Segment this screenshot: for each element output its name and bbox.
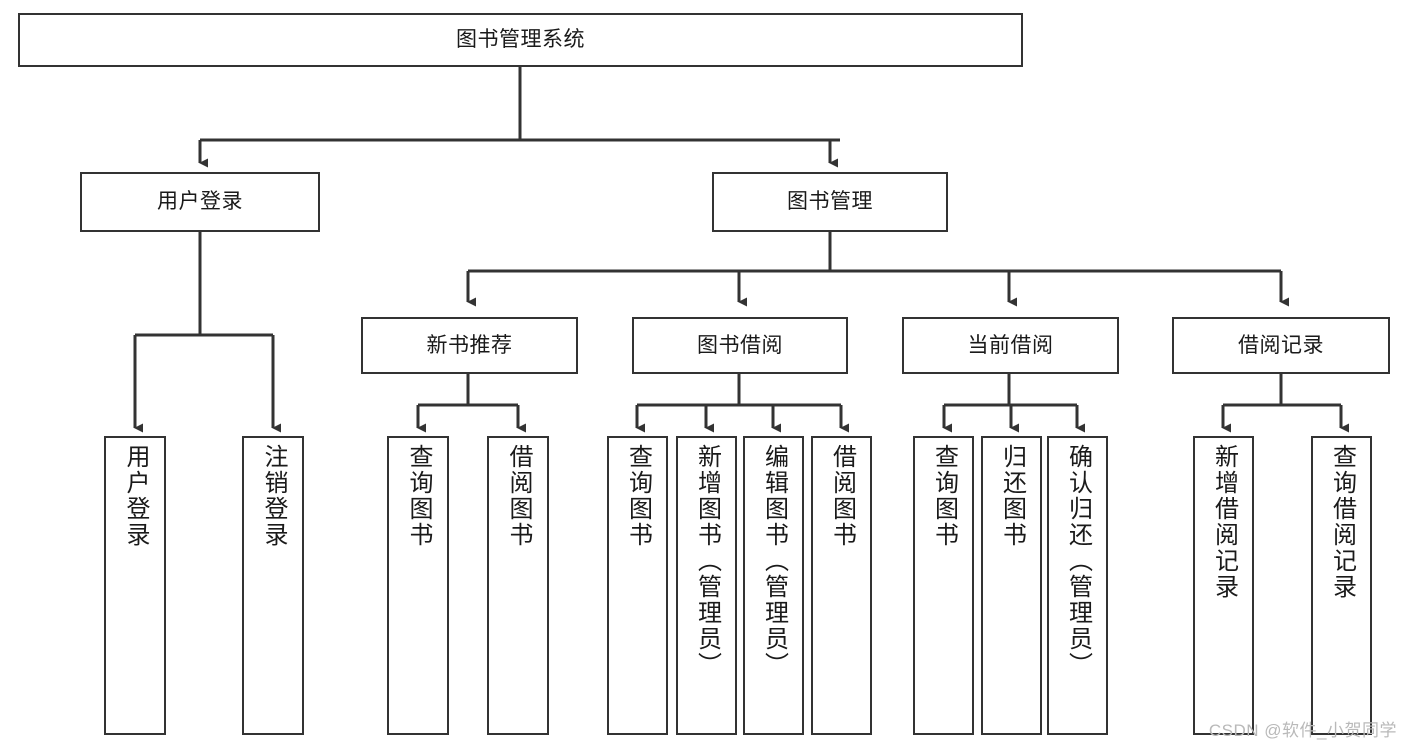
node-leaf-query-book-1[interactable]: 查询图书 (387, 436, 449, 735)
node-leaf-edit-book[interactable]: 编辑图书（管理员） (743, 436, 804, 735)
node-leaf-query-book-3-label: 查询图书 (930, 444, 958, 548)
node-leaf-confirm-return-label: 确认归还（管理员） (1064, 444, 1092, 678)
node-user-login[interactable]: 用户登录 (80, 172, 320, 232)
node-leaf-add-book[interactable]: 新增图书（管理员） (676, 436, 737, 735)
node-root-label: 图书管理系统 (456, 28, 585, 52)
node-leaf-logout[interactable]: 注销登录 (242, 436, 304, 735)
node-leaf-return-book-label: 归还图书 (998, 444, 1026, 548)
node-leaf-query-record-label: 查询借阅记录 (1328, 444, 1356, 600)
node-leaf-borrow-book-2[interactable]: 借阅图书 (811, 436, 872, 735)
node-current-borrow[interactable]: 当前借阅 (902, 317, 1119, 374)
node-leaf-query-book-1-label: 查询图书 (405, 444, 432, 548)
node-leaf-query-book-2-label: 查询图书 (624, 444, 652, 548)
node-new-book-rec-label: 新书推荐 (426, 333, 513, 357)
node-book-manage-label: 图书管理 (787, 190, 873, 214)
node-leaf-logout-label: 注销登录 (260, 444, 287, 548)
node-root[interactable]: 图书管理系统 (18, 13, 1023, 67)
node-leaf-add-record-label: 新增借阅记录 (1210, 444, 1238, 600)
node-leaf-user-login[interactable]: 用户登录 (104, 436, 166, 735)
node-leaf-borrow-book-1[interactable]: 借阅图书 (487, 436, 549, 735)
node-leaf-return-book[interactable]: 归还图书 (981, 436, 1042, 735)
node-book-borrow-label: 图书借阅 (697, 333, 783, 357)
node-new-book-rec[interactable]: 新书推荐 (361, 317, 578, 374)
node-book-manage[interactable]: 图书管理 (712, 172, 948, 232)
node-borrow-record-label: 借阅记录 (1238, 333, 1324, 357)
node-leaf-add-record[interactable]: 新增借阅记录 (1193, 436, 1254, 735)
node-leaf-query-book-2[interactable]: 查询图书 (607, 436, 668, 735)
node-borrow-record[interactable]: 借阅记录 (1172, 317, 1390, 374)
node-leaf-user-login-label: 用户登录 (122, 444, 149, 548)
node-book-borrow[interactable]: 图书借阅 (632, 317, 848, 374)
node-leaf-query-book-3[interactable]: 查询图书 (913, 436, 974, 735)
node-user-login-label: 用户登录 (157, 190, 243, 214)
node-leaf-confirm-return[interactable]: 确认归还（管理员） (1047, 436, 1108, 735)
node-leaf-query-record[interactable]: 查询借阅记录 (1311, 436, 1372, 735)
node-leaf-borrow-book-1-label: 借阅图书 (505, 444, 532, 548)
node-leaf-borrow-book-2-label: 借阅图书 (828, 444, 856, 548)
node-leaf-add-book-label: 新增图书（管理员） (693, 444, 721, 678)
node-leaf-edit-book-label: 编辑图书（管理员） (760, 444, 788, 678)
node-current-borrow-label: 当前借阅 (967, 333, 1054, 357)
